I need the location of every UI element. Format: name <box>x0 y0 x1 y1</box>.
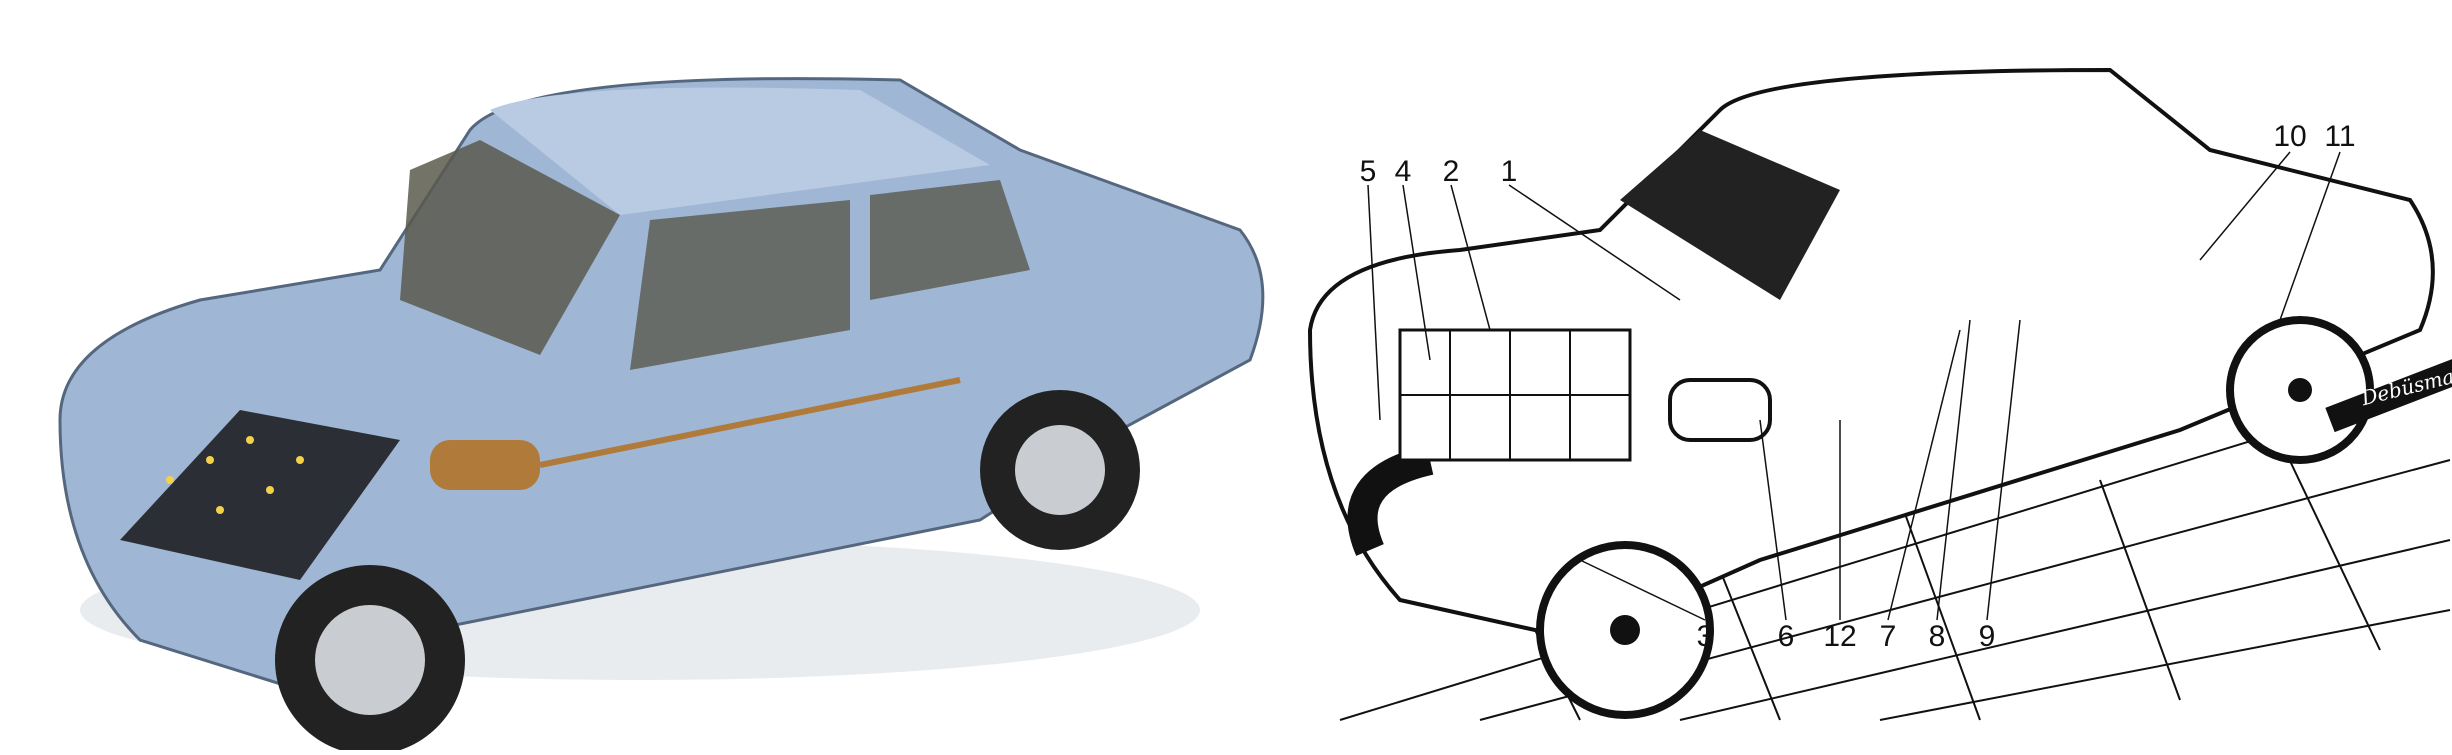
line-drawing-car-cutaway: 5 4 2 1 10 11 3 6 12 7 8 9 Debüsmann <box>1280 0 2452 750</box>
callout-1: 1 <box>1500 155 1518 188</box>
callout-11: 11 <box>2324 120 2356 153</box>
car-painting-illustration <box>58 77 1265 755</box>
callout-9: 9 <box>1978 620 1996 653</box>
callout-12: 12 <box>1823 620 1857 653</box>
painted-car-cutaway <box>58 77 1265 755</box>
callout-8: 8 <box>1928 620 1946 653</box>
car-line-diagram <box>1307 67 2452 721</box>
callout-7: 7 <box>1879 620 1897 653</box>
callout-2: 2 <box>1442 155 1460 188</box>
callout-10: 10 <box>2273 120 2307 153</box>
callout-4: 4 <box>1394 155 1412 188</box>
callout-5: 5 <box>1359 155 1377 188</box>
callout-3: 3 <box>1696 620 1714 653</box>
callout-6: 6 <box>1777 620 1795 653</box>
